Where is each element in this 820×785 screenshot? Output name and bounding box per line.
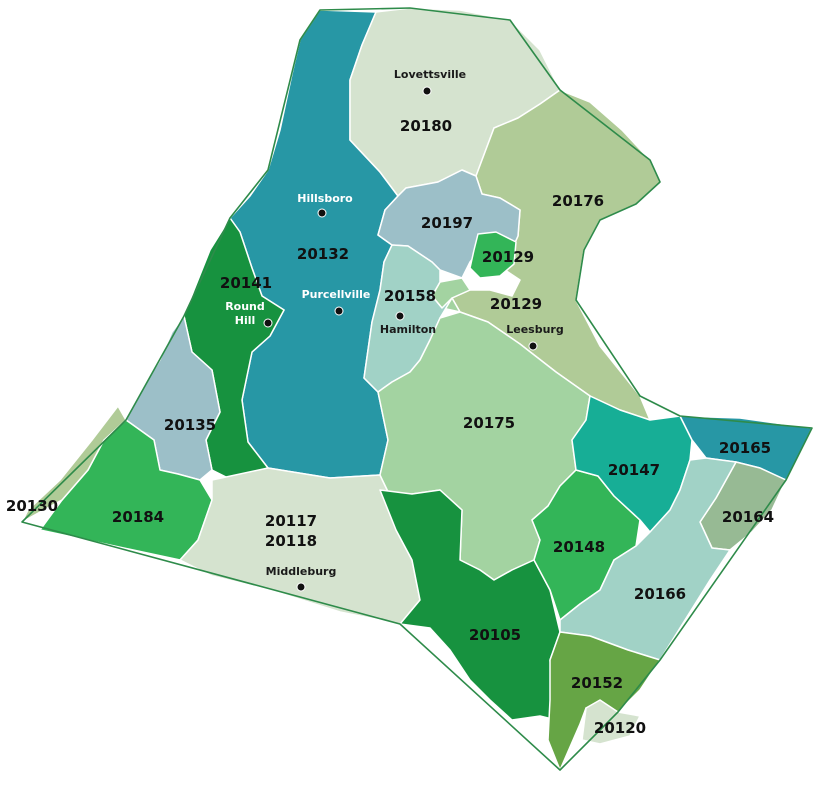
town-dot-hamilton <box>395 311 405 321</box>
zip-label-20166: 20166 <box>634 585 686 603</box>
zip-label-20148: 20148 <box>553 538 605 556</box>
zip-label-20132: 20132 <box>297 245 349 263</box>
zip-label-20118: 20118 <box>265 532 317 550</box>
town-dot-leesburg <box>528 341 538 351</box>
zip-label-20129-north: 20129 <box>482 248 534 266</box>
county-outline <box>21 7 813 771</box>
town-label-hill: Hill <box>235 314 256 327</box>
town-dot-middleburg <box>296 582 306 592</box>
zip-label-20175: 20175 <box>463 414 515 432</box>
zip-label-20117: 20117 <box>265 512 317 530</box>
zip-label-20130: 20130 <box>6 497 58 515</box>
zip-label-20135: 20135 <box>164 416 216 434</box>
zip-label-20176: 20176 <box>552 192 604 210</box>
town-label-purcellville: Purcellville <box>302 288 371 301</box>
town-label-hillsboro: Hillsboro <box>297 192 353 205</box>
zip-label-20105: 20105 <box>469 626 521 644</box>
zip-label-20164: 20164 <box>722 508 774 526</box>
town-label-middleburg: Middleburg <box>266 565 337 578</box>
town-label-hamilton: Hamilton <box>380 323 436 336</box>
zip-label-20152: 20152 <box>571 674 623 692</box>
town-label-leesburg: Leesburg <box>506 323 563 336</box>
town-dot-purcellville <box>334 306 344 316</box>
region-20129-north[interactable] <box>469 231 517 279</box>
zip-label-20184: 20184 <box>112 508 164 526</box>
town-dot-round-hill <box>263 318 273 328</box>
zip-label-20158: 20158 <box>384 287 436 305</box>
zip-label-20165: 20165 <box>719 439 771 457</box>
region-20130[interactable] <box>21 405 127 523</box>
zip-label-20120: 20120 <box>594 719 646 737</box>
town-dot-lovettsville <box>422 86 432 96</box>
zip-label-20147: 20147 <box>608 461 660 479</box>
town-label-lovettsville: Lovettsville <box>394 68 466 81</box>
town-label-round: Round <box>225 300 265 313</box>
town-dot-hillsboro <box>317 208 327 218</box>
zip-label-20129-south: 20129 <box>490 295 542 313</box>
zip-label-20180: 20180 <box>400 117 452 135</box>
zip-label-20141: 20141 <box>220 274 272 292</box>
zip-label-20197: 20197 <box>421 214 473 232</box>
